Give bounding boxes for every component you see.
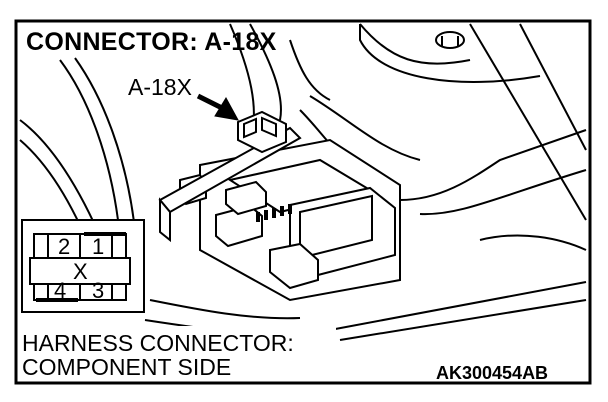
pin-4: 4 <box>54 278 67 303</box>
pin-2: 2 <box>58 234 71 259</box>
harness-label-line1: HARNESS CONNECTOR: <box>22 330 294 356</box>
pin-3: 3 <box>92 278 105 303</box>
callout-label: A-18X <box>128 74 192 100</box>
figure-code: AK300454AB <box>436 363 549 383</box>
pin-center-x: X <box>73 259 88 284</box>
harness-label-line2: COMPONENT SIDE <box>22 354 232 380</box>
callout-arrow <box>196 93 239 121</box>
connector-title: CONNECTOR: A-18X <box>26 28 277 56</box>
pin-1: 1 <box>92 234 105 259</box>
